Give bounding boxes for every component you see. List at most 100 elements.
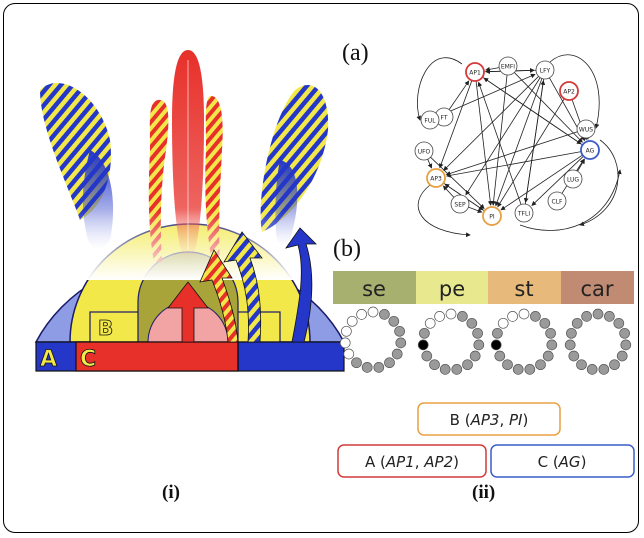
- expression-dot: [530, 311, 541, 322]
- network-edge: [494, 78, 543, 207]
- network-node-label: AP3: [430, 175, 442, 182]
- expression-dot: [451, 364, 463, 375]
- network-node-emfi: [498, 56, 518, 76]
- network-node-label: AG: [586, 147, 595, 154]
- expression-dot: [524, 364, 536, 375]
- flower-diagram: A C B: [34, 50, 346, 372]
- network-edge: [443, 76, 539, 171]
- network-node-sep: [450, 194, 470, 214]
- flower-label-c: C: [80, 347, 96, 372]
- network-node-ap2: [559, 81, 579, 101]
- panel-label-b: (b): [333, 236, 361, 262]
- expression-dot: [592, 308, 604, 320]
- network-node-clf: [547, 191, 567, 211]
- whorl-se-label: se: [362, 277, 386, 301]
- network-feedback-edge: [579, 139, 619, 227]
- expression-dot: [472, 327, 483, 339]
- whorl-se-box: [333, 271, 416, 304]
- expression-dot: [367, 306, 379, 318]
- network-node-lfy: [535, 60, 555, 80]
- c-box: [490, 444, 635, 478]
- whorl-pe-box: [416, 271, 488, 304]
- expression-dot: [424, 317, 436, 329]
- expression-dot: [539, 317, 551, 329]
- network-feedback-edge: [519, 169, 622, 231]
- expression-dot: [339, 337, 351, 349]
- whorl-car-box: [561, 271, 634, 304]
- whorl-car-label: car: [580, 277, 613, 301]
- expression-dot: [343, 348, 355, 360]
- expression-dot: [384, 357, 395, 369]
- expression-dot: [341, 325, 352, 337]
- expression-dot: [609, 359, 620, 371]
- network-node-label: FT: [440, 114, 447, 121]
- expression-dot: [545, 327, 556, 339]
- expression-dot: [576, 359, 587, 371]
- expression-dot: [604, 311, 615, 322]
- expression-dot: [361, 362, 373, 373]
- expression-dot: [490, 339, 502, 351]
- network-node-ful: [420, 110, 440, 130]
- expression-dot: [535, 359, 546, 371]
- panel-label-ii: (ii): [472, 482, 495, 503]
- c-box-label: C (AG): [538, 453, 587, 471]
- expression-dot: [518, 308, 530, 320]
- network-edge: [427, 159, 433, 169]
- expression-dot: [373, 362, 385, 373]
- expression-dot: [434, 311, 445, 322]
- expression-dot: [466, 317, 478, 329]
- whorl-st-box: [488, 271, 561, 304]
- expression-dot: [581, 311, 592, 322]
- expression-dot: [469, 350, 481, 362]
- network-edge: [523, 78, 545, 203]
- expression-dot: [512, 364, 524, 375]
- network-node-label: FUL: [424, 117, 436, 124]
- network-node-label: WUS: [579, 126, 593, 133]
- network-edge: [446, 151, 582, 178]
- network-node-ag: [580, 140, 600, 160]
- network-node-ufo: [414, 141, 434, 161]
- network-node-wus: [576, 119, 596, 139]
- a-box: [337, 444, 487, 478]
- network-edge: [430, 156, 485, 209]
- network-edge: [491, 74, 508, 206]
- network-edge: [531, 155, 584, 206]
- expression-dot: [598, 364, 610, 375]
- network-node-label: CLF: [552, 198, 564, 205]
- flower-label-a: A: [40, 347, 57, 372]
- expression-dot: [492, 327, 503, 339]
- expression-dot: [619, 327, 630, 339]
- network-feedback-edge: [549, 54, 600, 129]
- network-edge: [448, 80, 470, 110]
- expression-dot: [494, 350, 506, 362]
- network-feedback-edge: [416, 57, 463, 121]
- network-node-pi: [482, 206, 502, 226]
- network-edge: [442, 185, 455, 198]
- a-box-label: A (AP1, AP2): [365, 453, 459, 471]
- expression-dot: [356, 309, 367, 320]
- expression-dot: [542, 350, 554, 362]
- expression-dot: [395, 337, 407, 349]
- expression-dot: [564, 339, 576, 351]
- network-edge: [475, 80, 493, 206]
- network-node-ap1: [465, 62, 485, 82]
- blue-arrow: [285, 227, 317, 343]
- network-edge: [497, 98, 565, 208]
- expression-dot: [417, 339, 429, 351]
- network-edge: [438, 80, 473, 169]
- network-edge: [500, 154, 583, 211]
- network-edge: [514, 72, 583, 143]
- network-edge: [485, 66, 500, 72]
- expression-dot: [457, 311, 468, 322]
- expression-dot: [394, 325, 405, 337]
- network-edge: [477, 81, 522, 205]
- expression-dot: [429, 359, 440, 371]
- blue-stripe-arrow: [223, 231, 263, 343]
- red-arrow: [167, 281, 209, 343]
- expression-dot: [546, 339, 558, 351]
- red-stripe-arrow: [199, 249, 239, 343]
- expression-dot: [616, 350, 628, 362]
- expression-dot: [586, 364, 598, 375]
